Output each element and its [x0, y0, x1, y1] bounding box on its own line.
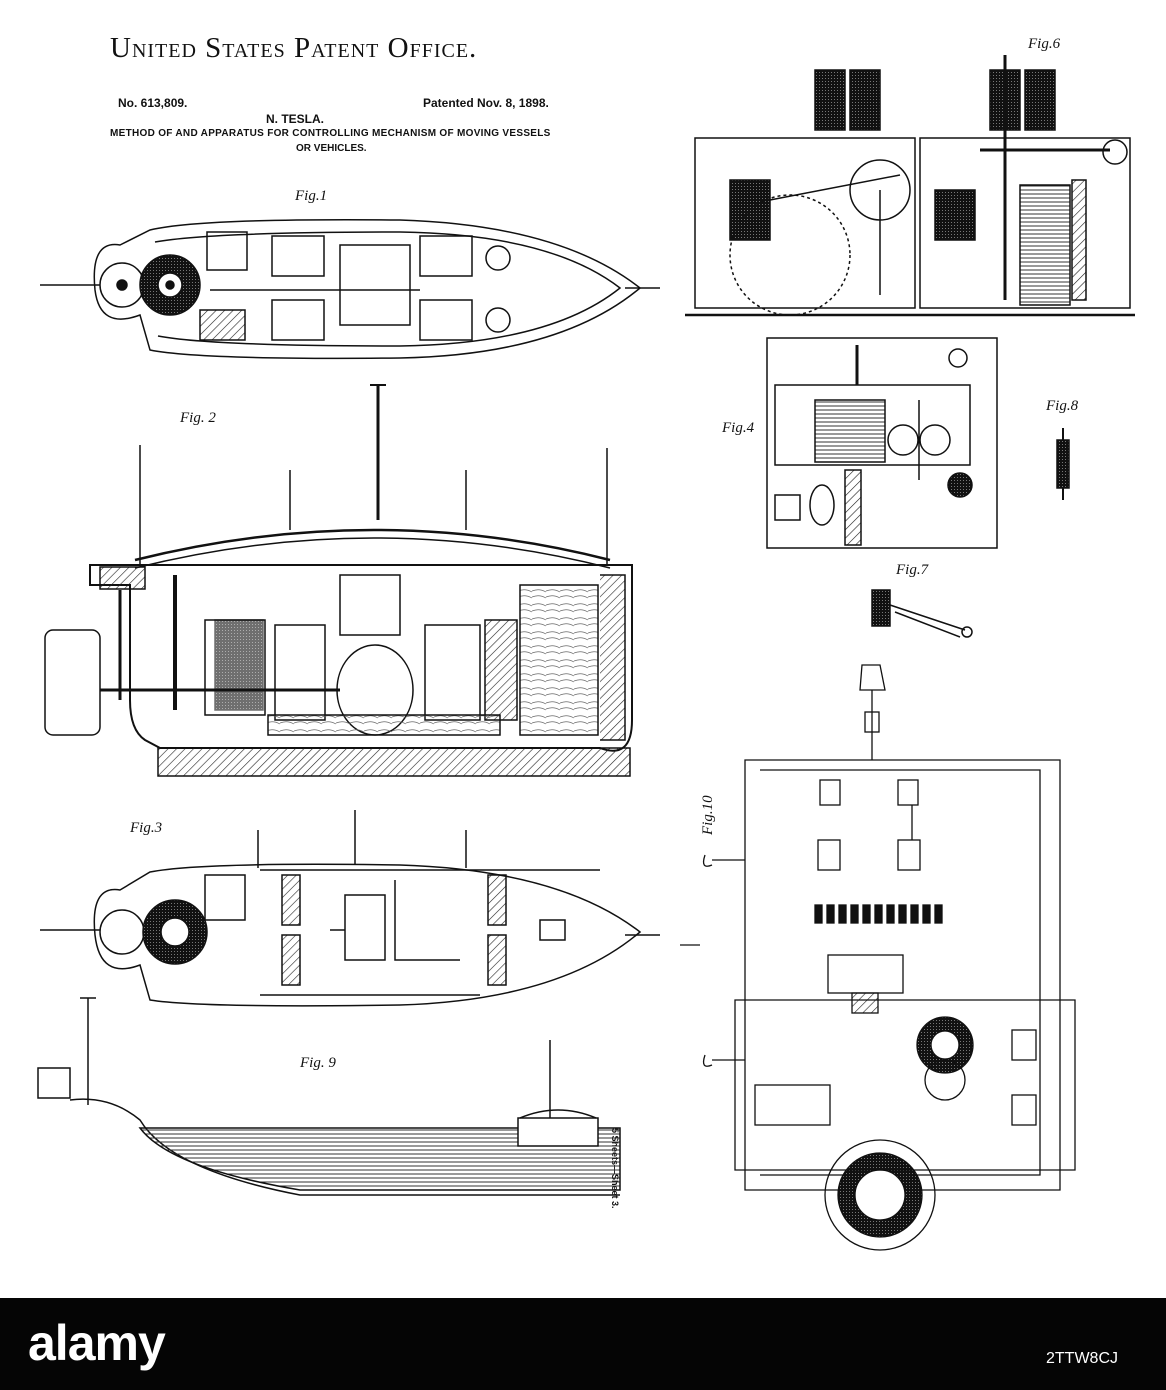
alamy-logo-text: alamy — [28, 1314, 165, 1372]
patent-drawings — [0, 0, 1166, 1298]
battery-bank — [815, 905, 942, 923]
fig10-drawing — [680, 665, 1075, 1250]
footer-bar: alamy 2TTW8CJ — [0, 1298, 1166, 1390]
fig1-drawing — [40, 220, 660, 359]
fig2-drawing — [45, 385, 632, 776]
fig9-drawing — [38, 998, 620, 1195]
fig3-drawing — [40, 810, 660, 1006]
image-id: 2TTW8CJ — [1046, 1350, 1118, 1368]
alamy-logo: alamy — [28, 1320, 198, 1376]
fig4-drawing — [767, 338, 997, 548]
fig8-drawing — [1057, 428, 1069, 500]
fig6-drawing — [685, 55, 1135, 315]
fig7-drawing — [872, 590, 972, 637]
patent-sheet: United States Patent Office. No. 613,809… — [0, 0, 1166, 1298]
